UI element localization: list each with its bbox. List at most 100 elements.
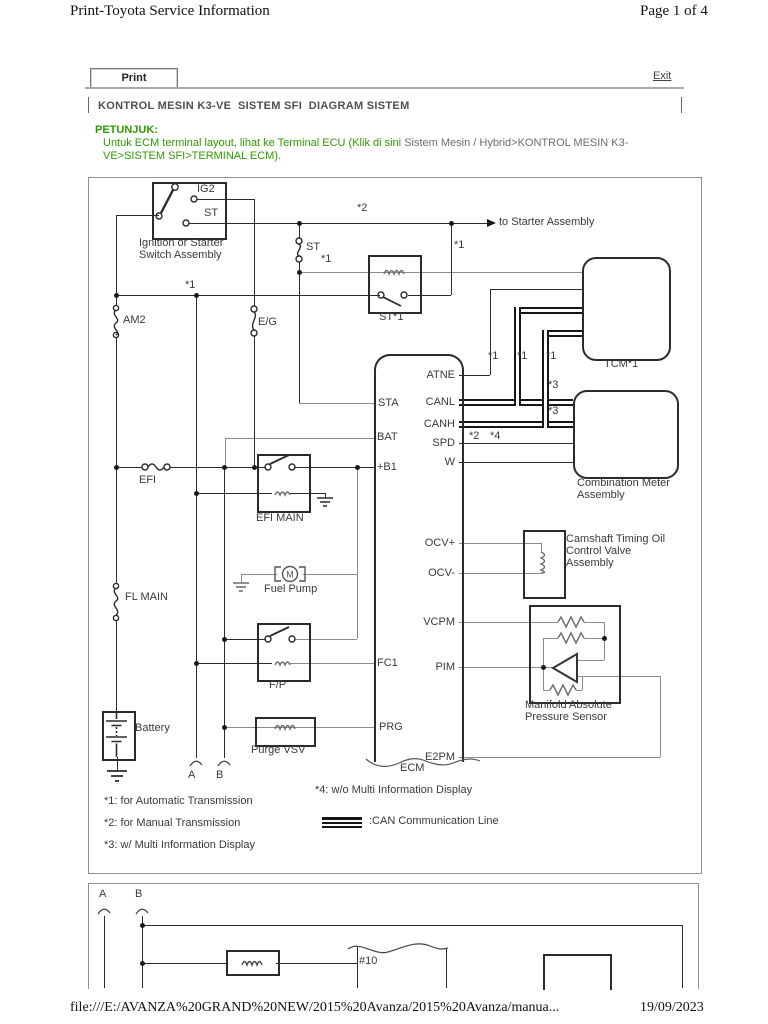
map-label-2: Pressure Sensor (525, 711, 607, 723)
combination-meter-box (573, 390, 679, 479)
can-bus-line (459, 421, 573, 428)
star3-label: *3 (548, 379, 559, 391)
junction-dot (194, 293, 199, 298)
wire (224, 727, 225, 758)
footnote-4: *4: w/o Multi Information Display (315, 784, 473, 796)
wire (241, 574, 277, 575)
note-body: Untuk ECM terminal layout, lihat ke Term… (103, 137, 655, 163)
wire (116, 338, 117, 583)
junction-dot (140, 961, 145, 966)
ignition-label-2: Switch Assembly (139, 249, 222, 261)
meter-label-2: Assembly (577, 489, 625, 501)
terminal-bat: BAT (377, 431, 398, 443)
ecm-label: ECM (400, 762, 425, 774)
wire (490, 289, 582, 290)
wire (459, 622, 558, 623)
wire (604, 622, 605, 660)
junction-dot (222, 637, 227, 642)
wire (142, 963, 226, 964)
wire (299, 223, 300, 239)
title-left-bar (88, 97, 89, 113)
connector-b-label: B (135, 888, 143, 900)
camshaft-label-3: Assembly (566, 557, 614, 569)
print-button[interactable]: Print (90, 68, 178, 89)
tcm-box (582, 257, 671, 361)
ignition-label-1: Ignition or Starter (139, 237, 224, 249)
wire (254, 336, 255, 467)
star3-label: *3 (548, 405, 559, 417)
junction-dot (602, 636, 607, 641)
wire (357, 947, 358, 988)
camshaft-valve-box (523, 530, 566, 599)
terminal-vcpm: VCPM (423, 616, 455, 628)
wire (459, 667, 554, 668)
map-label-1: Manifold Absolute (525, 699, 612, 711)
wire (116, 621, 117, 711)
note-tail: VE>SISTEM SFI>TERMINAL ECM). (103, 150, 282, 162)
terminal-ocv-minus: OCV- (428, 567, 455, 579)
wire (577, 660, 604, 661)
wire (241, 574, 242, 583)
wire (459, 573, 541, 574)
terminal-pim: PIM (435, 661, 455, 673)
wire (196, 493, 197, 663)
star1-label: *1 (185, 279, 196, 291)
terminal-st: ST (204, 207, 219, 219)
fuse-st-label: ST (306, 241, 321, 253)
fuse-am2-label: AM2 (123, 314, 146, 326)
camshaft-label-2: Control Valve (566, 545, 632, 557)
ecm-box (374, 354, 464, 762)
cutoff-component-box (543, 954, 612, 990)
window-title: Print-Toyota Service Information (70, 3, 270, 19)
exit-link[interactable]: Exit (653, 70, 672, 82)
wire (577, 676, 660, 677)
wire (290, 663, 375, 664)
junction-dot (222, 725, 227, 730)
wire (294, 467, 375, 468)
connector-a-label: A (99, 888, 107, 900)
footnote-3: *3: w/ Multi Information Display (104, 839, 255, 851)
junction-dot (252, 465, 257, 470)
tcm-label: TCM*1 (604, 358, 639, 370)
terminal-atne: ATNE (426, 369, 455, 381)
title-right-bar (681, 97, 682, 113)
wire (116, 215, 117, 305)
divider (85, 87, 684, 89)
fuse-efi-label: EFI (139, 474, 157, 486)
can-bus-line (542, 330, 549, 428)
star1-label: *1 (321, 253, 332, 265)
wire (299, 262, 300, 403)
wire (459, 375, 490, 376)
wire (142, 925, 682, 926)
note-link-text[interactable]: Untuk ECM terminal layout, lihat ke Term… (103, 137, 405, 149)
terminal-ig2: IG2 (197, 183, 215, 195)
star1-label: *1 (517, 350, 528, 362)
wire (254, 199, 255, 306)
wire (459, 443, 573, 444)
terminal-canh: CANH (423, 418, 455, 430)
wire (584, 622, 604, 623)
page-count: Page 1 of 4 (640, 3, 708, 19)
injector-box (226, 950, 280, 976)
efi-main-label: EFI MAIN (256, 512, 304, 524)
junction-dot (194, 661, 199, 666)
st-relay-label: ST*1 (379, 311, 404, 323)
terminal-canl: CANL (425, 396, 455, 408)
wire (459, 462, 573, 463)
wire (682, 925, 683, 988)
junction-dot (114, 465, 119, 470)
junction-dot (194, 491, 199, 496)
wire (357, 467, 358, 639)
junction-dot (114, 293, 119, 298)
wire (116, 467, 142, 468)
wire (196, 493, 272, 494)
junction-dot (541, 665, 546, 670)
purge-vsv-box (255, 717, 316, 747)
footnote-1: *1: for Automatic Transmission (104, 795, 253, 807)
terminal-ocv-plus: OCV+ (424, 537, 455, 549)
wire (142, 916, 143, 988)
wire (451, 223, 452, 295)
battery-box (102, 711, 136, 761)
wire (543, 690, 550, 691)
